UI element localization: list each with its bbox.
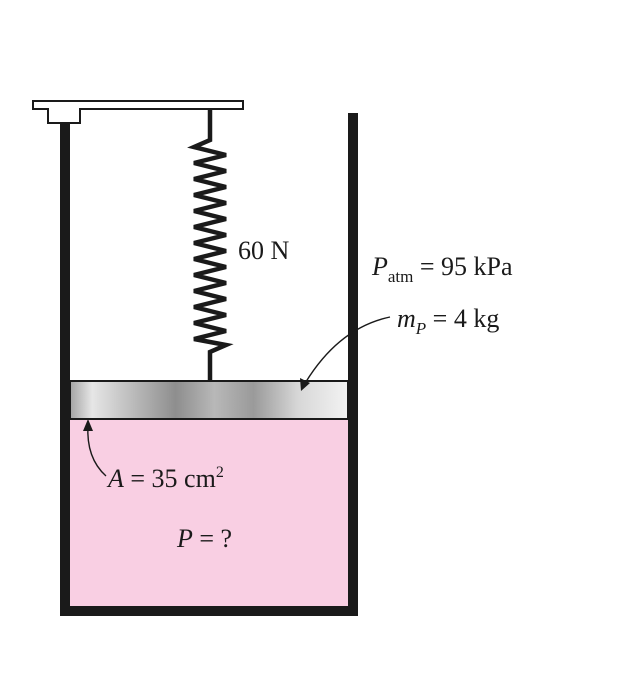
area-symbol: A bbox=[108, 464, 124, 493]
atm-pressure-subscript: atm bbox=[387, 267, 414, 286]
piston-mass-arrowhead bbox=[300, 378, 310, 391]
piston-mass-leader bbox=[303, 316, 391, 386]
gas-region bbox=[70, 419, 348, 606]
piston bbox=[69, 380, 349, 420]
support-bar bbox=[32, 100, 244, 124]
atmospheric-pressure-label: Patm = 95 kPa bbox=[372, 252, 513, 286]
atm-pressure-value: = 95 kPa bbox=[413, 252, 513, 281]
cylinder-left-wall bbox=[60, 113, 70, 616]
area-superscript: 2 bbox=[215, 464, 224, 481]
area-arrowhead bbox=[83, 419, 93, 431]
piston-mass-value: = 4 kg bbox=[426, 304, 500, 333]
gas-pressure-label: P = ? bbox=[177, 526, 232, 552]
area-value: = 35 cm bbox=[123, 464, 216, 493]
piston-area-label: A = 35 cm2 bbox=[108, 464, 224, 493]
spring bbox=[187, 110, 234, 381]
piston-mass-subscript: P bbox=[415, 319, 427, 338]
gas-pressure-value: = ? bbox=[192, 524, 233, 553]
piston-mass-label: mP = 4 kg bbox=[397, 304, 500, 338]
piston-mass-symbol: m bbox=[397, 304, 416, 333]
atm-pressure-symbol: P bbox=[372, 252, 388, 281]
spring-force-label: 60 N bbox=[238, 236, 290, 265]
cylinder-right-wall bbox=[348, 113, 358, 616]
gas-pressure-symbol: P bbox=[177, 524, 193, 553]
cylinder-bottom bbox=[60, 606, 358, 616]
